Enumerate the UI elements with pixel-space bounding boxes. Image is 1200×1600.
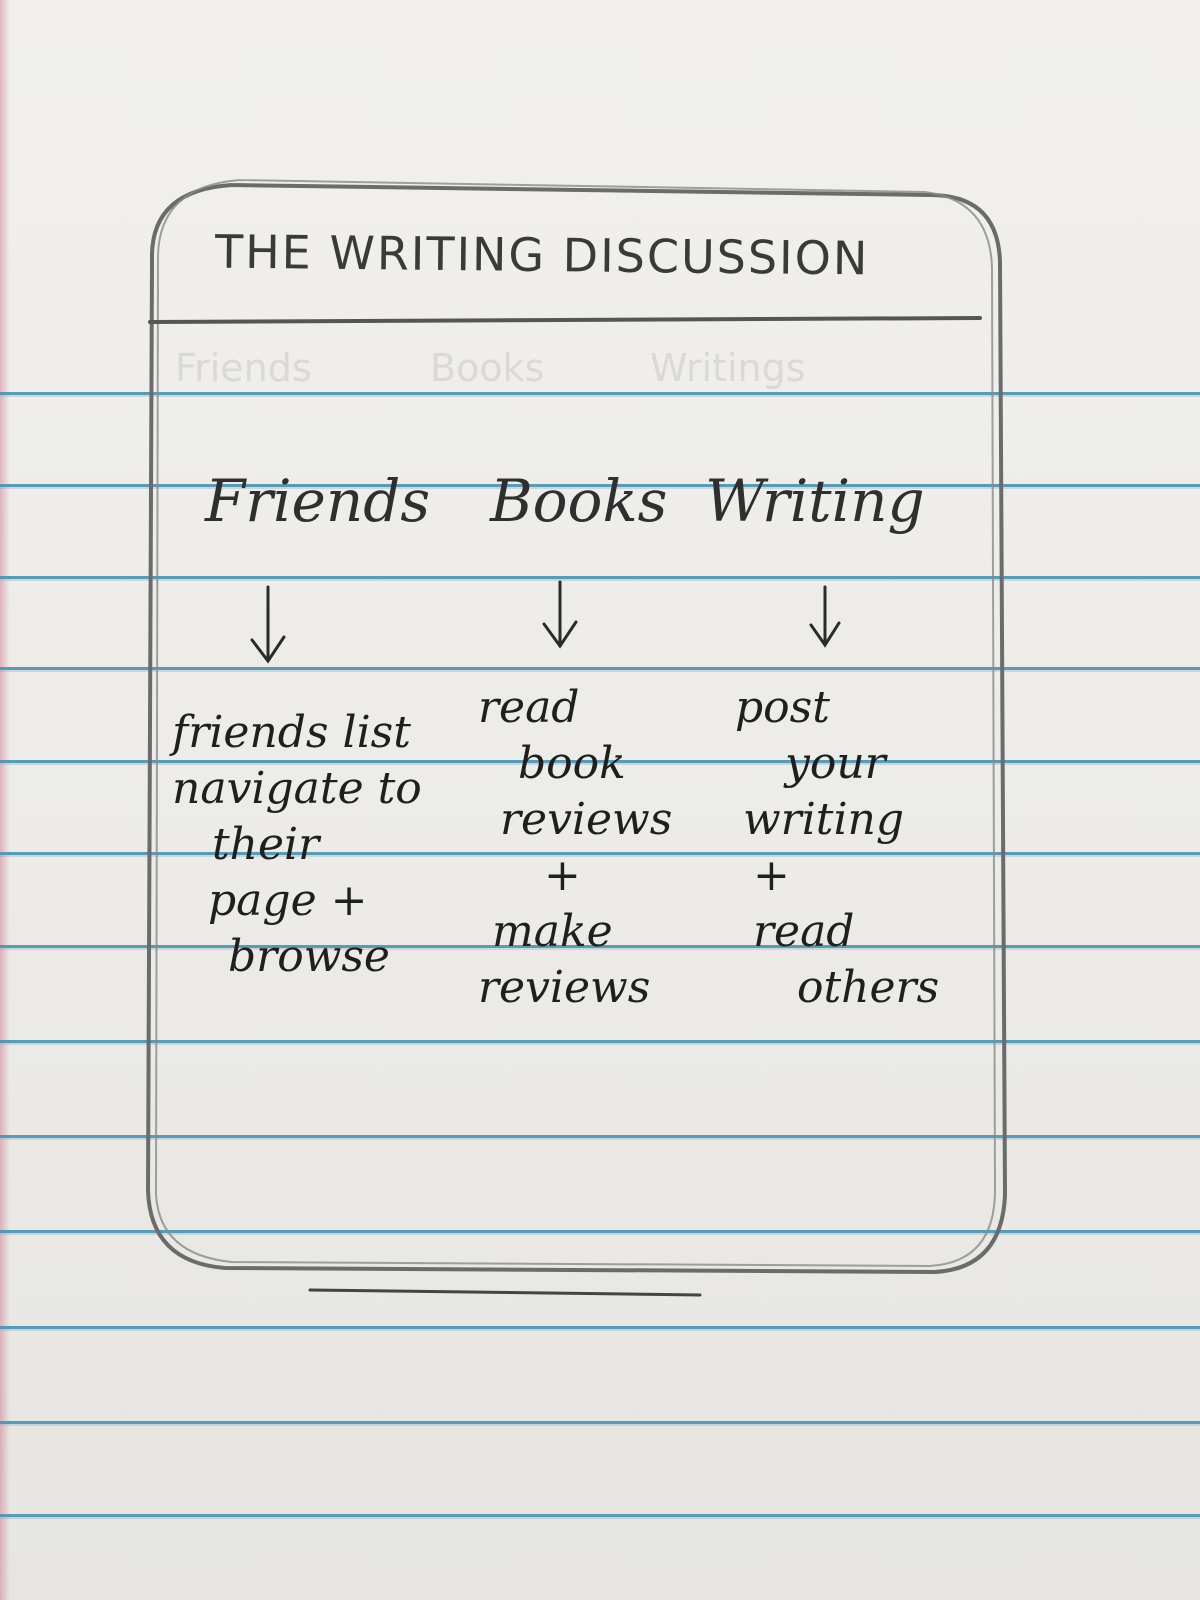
- nav-friends[interactable]: Friends: [205, 467, 431, 535]
- rule-line: [0, 1040, 1200, 1045]
- description-line: read: [478, 682, 580, 733]
- rule-line: [0, 392, 1200, 397]
- description-line: your: [785, 738, 886, 789]
- description-line: post: [735, 682, 830, 733]
- rule-line: [0, 1421, 1200, 1426]
- erased-label: Writings: [650, 346, 806, 390]
- rule-line: [0, 852, 1200, 857]
- description-line: make: [492, 906, 613, 957]
- description-line: reviews: [500, 794, 673, 845]
- rule-line: [0, 484, 1200, 489]
- description-line: friends list: [172, 707, 411, 758]
- description-line: others: [797, 962, 940, 1013]
- description-line: +: [544, 850, 581, 901]
- arrow-down-icon: [542, 580, 578, 649]
- arrow-down-icon: [250, 585, 286, 664]
- description-line: browse: [228, 931, 390, 982]
- description-line: their: [212, 819, 320, 870]
- description-line: writing: [743, 794, 905, 845]
- writing-description: post your writing + read others: [735, 680, 939, 1016]
- app-title: THE WRITING DISCUSSION: [214, 224, 870, 286]
- erased-label: Books: [430, 346, 545, 390]
- arrow-down-icon: [809, 585, 841, 648]
- erased-label: Friends: [175, 346, 312, 390]
- rule-line: [0, 576, 1200, 581]
- friends-description: friends list navigate to their page + br…: [172, 705, 422, 985]
- rule-line: [0, 945, 1200, 950]
- nav-books[interactable]: Books: [490, 467, 668, 535]
- paper-edge: [0, 0, 10, 1600]
- rule-line: [0, 1135, 1200, 1140]
- rule-line: [0, 760, 1200, 765]
- description-line: navigate to: [172, 763, 422, 814]
- books-description: read book reviews + make reviews: [478, 680, 672, 1016]
- description-line: reviews: [478, 962, 651, 1013]
- description-line: book: [518, 738, 626, 789]
- nav-writing[interactable]: Writing: [705, 467, 925, 535]
- description-line: read: [753, 906, 855, 957]
- description-line: page +: [208, 875, 368, 926]
- description-line: +: [753, 850, 790, 901]
- rule-line: [0, 667, 1200, 672]
- rule-line: [0, 1326, 1200, 1331]
- rule-line: [0, 1230, 1200, 1235]
- rule-line: [0, 1514, 1200, 1519]
